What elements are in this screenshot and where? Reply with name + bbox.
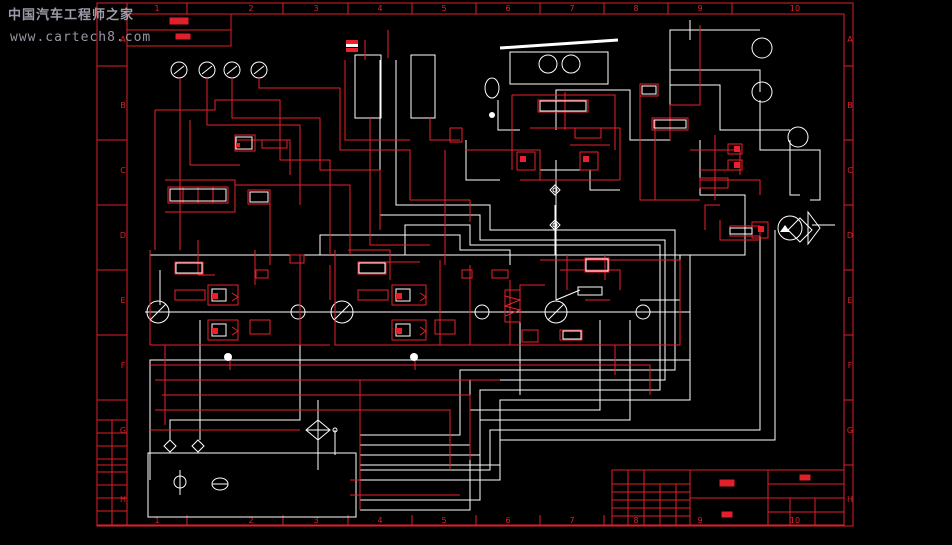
frame-left-letter: E <box>120 296 125 305</box>
watermark-url: www.cartech8.com <box>10 30 152 45</box>
drawing-frame <box>96 2 854 527</box>
frame-right-letter: A <box>847 35 853 44</box>
frame-top-number: 9 <box>697 4 702 13</box>
frame-top-number: 7 <box>569 4 574 13</box>
frame-left-letter: C <box>120 166 126 175</box>
frame-bottom-number: 2 <box>248 516 253 525</box>
frame-left-letter: F <box>121 361 126 370</box>
frame-bottom-number: 1 <box>154 516 159 525</box>
watermark-title: 中国汽车工程师之家 <box>8 8 135 23</box>
frame-bottom-number: 10 <box>790 516 800 525</box>
pilot-lines-red <box>149 25 761 510</box>
frame-bottom-number: 6 <box>505 516 510 525</box>
frame-top-number: 2 <box>248 4 253 13</box>
frame-bottom-number: 3 <box>313 516 318 525</box>
frame-right-letter: C <box>847 166 853 175</box>
frame-left-letter: G <box>120 426 126 435</box>
frame-left-letter: B <box>120 101 126 110</box>
valve-symbols <box>167 83 769 343</box>
frame-left-letter: H <box>120 495 126 504</box>
solid-accents <box>212 40 764 334</box>
frame-top-number: 3 <box>313 4 318 13</box>
frame-top-number: 5 <box>441 4 446 13</box>
white-accents <box>224 44 790 361</box>
frame-left-letter: A <box>120 35 126 44</box>
frame-top-number: 8 <box>633 4 638 13</box>
frame-right-letter: B <box>847 101 853 110</box>
frame-top-number: 6 <box>505 4 510 13</box>
frame-left-letter: D <box>120 231 126 240</box>
frame-right-letter: F <box>848 361 853 370</box>
frame-top-number: 1 <box>154 4 159 13</box>
frame-bottom-number: 4 <box>377 516 382 525</box>
frame-bottom-number: 5 <box>441 516 446 525</box>
frame-right-letter: H <box>847 495 853 504</box>
pressure-lines-white <box>145 20 835 518</box>
frame-top-number: 4 <box>377 4 382 13</box>
frame-top-number: 10 <box>790 4 800 13</box>
frame-right-letter: D <box>847 231 853 240</box>
frame-bottom-number: 9 <box>697 516 702 525</box>
frame-bottom-number: 7 <box>569 516 574 525</box>
frame-bottom-number: 8 <box>633 516 638 525</box>
frame-right-letter: E <box>847 296 852 305</box>
frame-right-letter: G <box>847 426 853 435</box>
valve-white-details <box>149 85 753 433</box>
